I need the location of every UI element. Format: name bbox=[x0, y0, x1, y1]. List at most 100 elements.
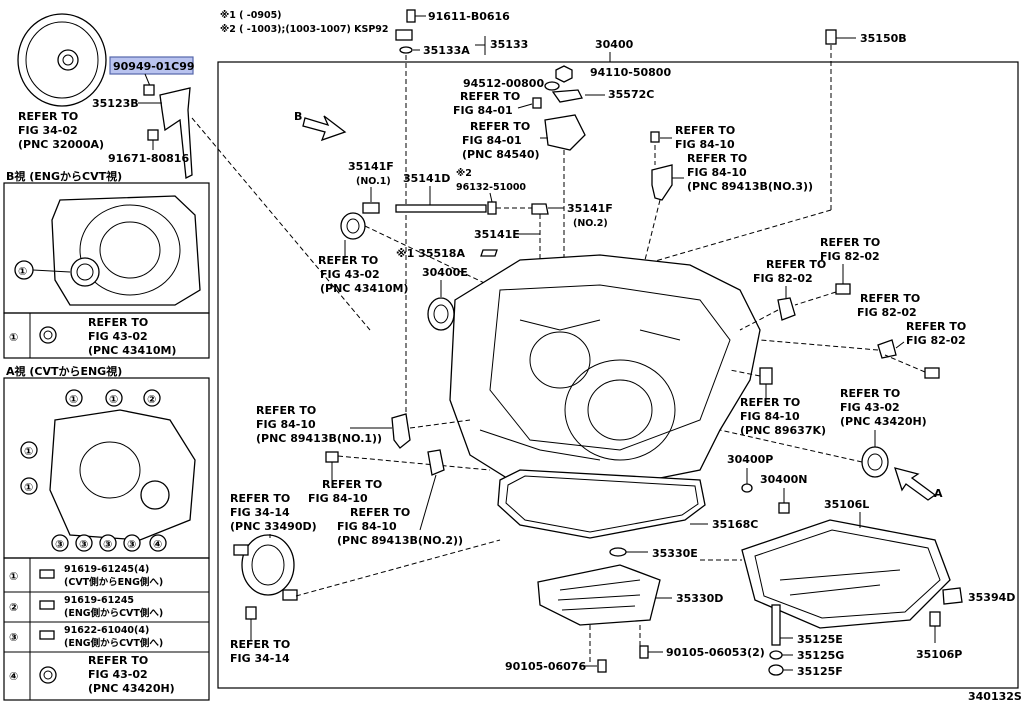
label-35141f-b-sub: (NO.2) bbox=[573, 218, 608, 229]
refer-8202d-2[interactable]: FIG 82-02 bbox=[906, 334, 966, 347]
label-35518a[interactable]: ※1 35518A bbox=[396, 247, 465, 260]
label-30400n[interactable]: 30400N bbox=[760, 473, 807, 486]
refer-8410e-1[interactable]: REFER TO bbox=[322, 478, 382, 491]
refer-4302a-3[interactable]: (PNC 43410M) bbox=[320, 282, 408, 295]
refer-8410b-3[interactable]: (PNC 89413B(NO.3)) bbox=[687, 180, 813, 193]
refer-3414a-1[interactable]: REFER TO bbox=[230, 492, 290, 505]
refer-8410d-3[interactable]: (PNC 89413B(NO.1)) bbox=[256, 432, 382, 445]
label-96132[interactable]: 96132-51000 bbox=[456, 182, 526, 193]
refer-8410a-2[interactable]: FIG 84-10 bbox=[675, 138, 735, 151]
label-35133a[interactable]: 35133A bbox=[423, 44, 470, 57]
refer-8401b-3[interactable]: (PNC 84540) bbox=[462, 148, 540, 161]
diagram-id: 340132S bbox=[968, 690, 1022, 703]
refer-8410f-3[interactable]: (PNC 89413B(NO.2)) bbox=[337, 534, 463, 547]
label-35141f-a-sub: (NO.1) bbox=[356, 176, 391, 187]
label-35125f[interactable]: 35125F bbox=[797, 665, 843, 678]
callout-a1c: ① bbox=[24, 445, 33, 458]
refer-8410e-2[interactable]: FIG 84-10 bbox=[308, 492, 368, 505]
refer-8410d-2[interactable]: FIG 84-10 bbox=[256, 418, 316, 431]
refer-8401b-1[interactable]: REFER TO bbox=[470, 120, 530, 133]
b-table-text2[interactable]: FIG 43-02 bbox=[88, 330, 148, 343]
label-91611[interactable]: 91611-B0616 bbox=[428, 10, 510, 23]
label-94110[interactable]: 94110-50800 bbox=[590, 66, 671, 79]
oil-cooler bbox=[233, 534, 298, 601]
label-35125g[interactable]: 35125G bbox=[797, 649, 844, 662]
view-b-title: B視 (ENGからCVT視) bbox=[6, 169, 122, 183]
refer-8410b-1[interactable]: REFER TO bbox=[687, 152, 747, 165]
refer-8410b-2[interactable]: FIG 84-10 bbox=[687, 166, 747, 179]
note-2: ※2 ( -1003);(1003-1007) KSP92 bbox=[220, 24, 389, 35]
label-30400[interactable]: 30400 bbox=[595, 38, 634, 51]
label-35123b[interactable]: 35123B bbox=[92, 97, 139, 110]
refer-4302a-1[interactable]: REFER TO bbox=[318, 254, 378, 267]
label-35141f-a[interactable]: 35141F bbox=[348, 160, 394, 173]
label-35150b[interactable]: 35150B bbox=[860, 32, 907, 45]
a-table-4-line3[interactable]: (PNC 43420H) bbox=[88, 682, 175, 695]
refer-8202a-2[interactable]: FIG 82-02 bbox=[753, 272, 813, 285]
highlighted-part-number[interactable]: 90949-01C99 bbox=[113, 60, 195, 73]
view-a-title: A視 (CVTからENG視) bbox=[6, 364, 122, 378]
label-35106p[interactable]: 35106P bbox=[916, 648, 962, 661]
refer-8401b-2[interactable]: FIG 84-01 bbox=[462, 134, 522, 147]
refer-8410c-1[interactable]: REFER TO bbox=[740, 396, 800, 409]
a-table-1-line1[interactable]: 91619-61245(4) bbox=[64, 564, 149, 575]
a-table-3-line1[interactable]: 91622-61040(4) bbox=[64, 625, 149, 636]
note-1: ※1 ( -0905) bbox=[220, 10, 282, 21]
refer-8410d-1[interactable]: REFER TO bbox=[256, 404, 316, 417]
refer-3414b-1[interactable]: REFER TO bbox=[230, 638, 290, 651]
arrow-b bbox=[302, 115, 347, 142]
refer-8202b-2[interactable]: FIG 82-02 bbox=[820, 250, 880, 263]
refer-8410c-3[interactable]: (PNC 89637K) bbox=[740, 424, 826, 437]
refer-8401a-1[interactable]: REFER TO bbox=[460, 90, 520, 103]
refer-8202d-1[interactable]: REFER TO bbox=[906, 320, 966, 333]
label-90105-a[interactable]: 90105-06076 bbox=[505, 660, 586, 673]
b-table-text1[interactable]: REFER TO bbox=[88, 316, 148, 329]
label-35168c[interactable]: 35168C bbox=[712, 518, 758, 531]
label-90105-b[interactable]: 90105-06053(2) bbox=[666, 646, 765, 659]
label-35141d[interactable]: 35141D bbox=[403, 172, 450, 185]
label-35330d[interactable]: 35330D bbox=[676, 592, 723, 605]
refer-fig[interactable]: FIG 34-02 bbox=[18, 124, 78, 137]
refer-8410f-2[interactable]: FIG 84-10 bbox=[337, 520, 397, 533]
label-35125e[interactable]: 35125E bbox=[797, 633, 843, 646]
a-table-3-line2: (ENG側からCVT側へ) bbox=[64, 637, 163, 649]
label-35572c[interactable]: 35572C bbox=[608, 88, 654, 101]
label-94512[interactable]: 94512-00800 bbox=[463, 77, 544, 90]
refer-4302b-2[interactable]: FIG 43-02 bbox=[840, 401, 900, 414]
label-91671[interactable]: 91671-80816 bbox=[108, 152, 189, 165]
a-table-2-line1[interactable]: 91619-61245 bbox=[64, 595, 134, 606]
a-table-num-3: ③ bbox=[9, 631, 18, 644]
a-table-4-line1[interactable]: REFER TO bbox=[88, 654, 148, 667]
arrow-a bbox=[894, 467, 937, 501]
b-table-text3[interactable]: (PNC 43410M) bbox=[88, 344, 176, 357]
refer-4302b-1[interactable]: REFER TO bbox=[840, 387, 900, 400]
refer-3414a-2[interactable]: FIG 34-14 bbox=[230, 506, 290, 519]
label-35141f-b[interactable]: 35141F bbox=[567, 202, 613, 215]
refer-8401a-2[interactable]: FIG 84-01 bbox=[453, 104, 513, 117]
refer-8202a-1[interactable]: REFER TO bbox=[766, 258, 826, 271]
refer-8410a-1[interactable]: REFER TO bbox=[675, 124, 735, 137]
refer-4302a-2[interactable]: FIG 43-02 bbox=[320, 268, 380, 281]
view-b-table bbox=[3, 312, 210, 359]
b-table-num: ① bbox=[9, 331, 18, 344]
refer-pnc[interactable]: (PNC 32000A) bbox=[18, 138, 104, 151]
a-table-4-line2[interactable]: FIG 43-02 bbox=[88, 668, 148, 681]
refer-3414a-3[interactable]: (PNC 33490D) bbox=[230, 520, 317, 533]
refer-3414b-2[interactable]: FIG 34-14 bbox=[230, 652, 290, 665]
callout-b1: ① bbox=[18, 265, 27, 278]
refer-8202c-2[interactable]: FIG 82-02 bbox=[857, 306, 917, 319]
refer-label[interactable]: REFER TO bbox=[18, 110, 78, 123]
refer-8410c-2[interactable]: FIG 84-10 bbox=[740, 410, 800, 423]
label-30400p[interactable]: 30400P bbox=[727, 453, 773, 466]
refer-8410f-1[interactable]: REFER TO bbox=[350, 506, 410, 519]
label-35394d[interactable]: 35394D bbox=[968, 591, 1015, 604]
label-35106l[interactable]: 35106L bbox=[824, 498, 869, 511]
label-35141e[interactable]: 35141E bbox=[474, 228, 520, 241]
refer-8202c-1[interactable]: REFER TO bbox=[860, 292, 920, 305]
label-35133[interactable]: 35133 bbox=[490, 38, 528, 51]
view-a-table bbox=[3, 557, 210, 701]
label-30400e[interactable]: 30400E bbox=[422, 266, 468, 279]
label-35330e[interactable]: 35330E bbox=[652, 547, 698, 560]
refer-4302b-3[interactable]: (PNC 43420H) bbox=[840, 415, 927, 428]
refer-8202b-1[interactable]: REFER TO bbox=[820, 236, 880, 249]
